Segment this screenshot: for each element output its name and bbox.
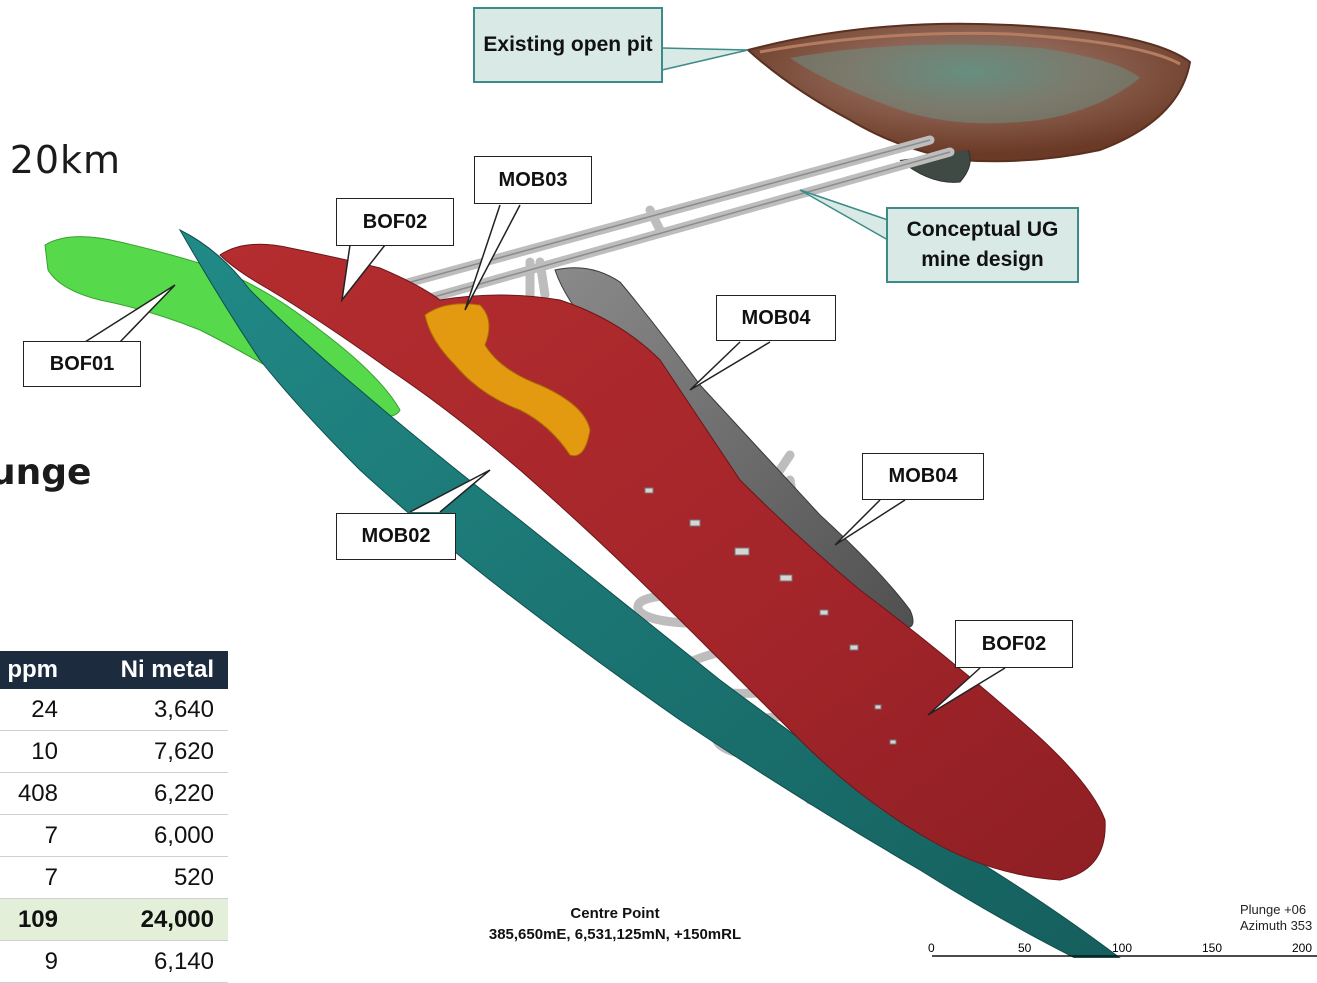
scale-tick-label: 100 — [1112, 941, 1132, 955]
scale-tick-label: 200 — [1292, 941, 1312, 955]
callout-mob03: MOB03 — [474, 156, 592, 204]
table-cell: 24,000 — [72, 899, 228, 941]
table-cell: 408 — [0, 773, 72, 815]
table-cell: 24 — [0, 689, 72, 731]
table-cell: 9 — [0, 941, 72, 983]
table-cell: 7,620 — [72, 731, 228, 773]
table-cell: 109 — [0, 899, 72, 941]
callout-mob02: MOB02 — [336, 513, 456, 560]
scale-tick-label: 50 — [1018, 941, 1032, 955]
azimuth-text: Azimuth 353 — [1240, 918, 1312, 934]
table-cell: 6,220 — [72, 773, 228, 815]
table-cell: 520 — [72, 857, 228, 899]
table-cell: 3,640 — [72, 689, 228, 731]
callout-conceptual-ug: Conceptual UG mine design — [886, 207, 1079, 283]
callout-bof02-top: BOF02 — [336, 198, 454, 246]
callout-mob04-lower: MOB04 — [862, 453, 984, 500]
table-cell: 6,000 — [72, 815, 228, 857]
table-cell: 7 — [0, 857, 72, 899]
open-pit-model — [748, 24, 1190, 183]
table-header-row: s ppm Ni metal — [0, 651, 228, 689]
scale-bar: 0 50 100 150 200 — [920, 936, 1317, 966]
scale-tick-label: 150 — [1202, 941, 1222, 955]
table-cell: 6,140 — [72, 941, 228, 983]
centre-point-coords: 385,650mE, 6,531,125mN, +150mRL — [460, 924, 770, 945]
table-cell: 10 — [0, 731, 72, 773]
callout-existing-open-pit: Existing open pit — [473, 7, 663, 83]
callout-mob04-upper: MOB04 — [716, 295, 836, 341]
callout-bof01: BOF01 — [23, 341, 141, 387]
scale-tick-label: 0 — [928, 941, 935, 955]
resource-table: s ppm Ni metal 243,640 107,620 4086,220 … — [0, 651, 228, 983]
view-orientation: Plunge +06 Azimuth 353 — [1240, 902, 1312, 935]
column-header: Ni metal — [72, 651, 228, 689]
callout-bof02-lower: BOF02 — [955, 620, 1073, 668]
centre-point-title: Centre Point — [460, 903, 770, 924]
table-cell: 7 — [0, 815, 72, 857]
plunge-text: Plunge +06 — [1240, 902, 1312, 918]
column-header: s ppm — [0, 651, 72, 689]
centre-point-caption: Centre Point 385,650mE, 6,531,125mN, +15… — [460, 903, 770, 945]
